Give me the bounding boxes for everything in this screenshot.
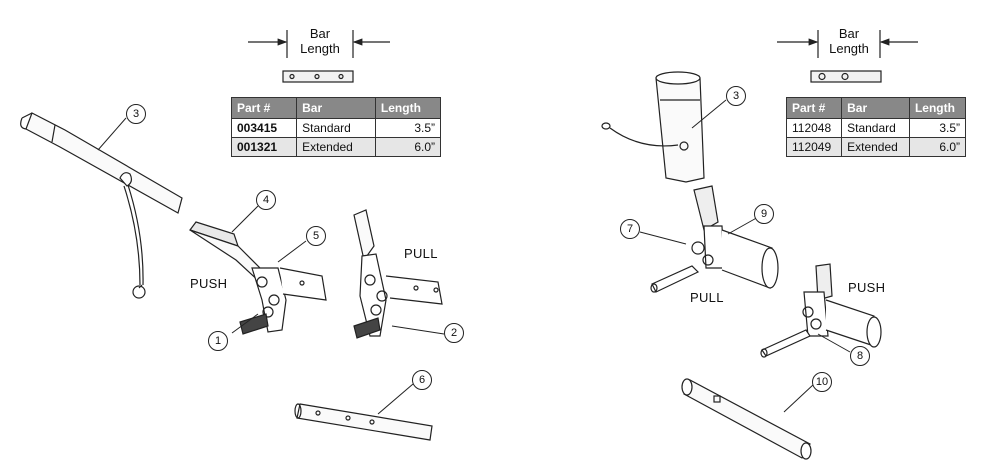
callout-2: 2 [444,323,464,343]
table-row: 112048 Standard 3.5” [785,118,967,138]
cell-bar: Standard [296,118,376,138]
callout-3-left: 3 [126,104,146,124]
table-row: 003415 Standard 3.5” [230,118,442,138]
left-bar-length-dimension [248,30,390,58]
header-length: Length [908,97,967,119]
pull-wheel-lock-right [650,185,779,293]
cell-part: 112048 [785,118,843,138]
cell-length: 6.0” [374,137,442,157]
table-header-row: Part # Bar Length [785,97,967,119]
cell-bar: Extended [296,137,376,157]
left-bar-preview [282,70,354,83]
push-wheel-lock [189,221,327,335]
axle-bar-left [294,403,433,441]
table-row: 001321 Extended 6.0” [230,137,442,157]
header-length: Length [374,97,442,119]
pull-label-right: PULL [690,290,724,305]
cell-bar: Standard [841,118,910,138]
callout-6: 6 [412,370,432,390]
callout-9: 9 [754,204,774,224]
cell-part: 003415 [230,118,298,138]
left-bar-length-text: Bar Length [300,26,340,56]
axle-bar-right [681,378,812,460]
header-bar: Bar [841,97,910,119]
handle-extension-right [601,71,705,183]
right-bar-preview [810,70,882,83]
callout-10: 10 [812,372,832,392]
header-bar: Bar [296,97,376,119]
callout-5: 5 [306,226,326,246]
pull-wheel-lock [353,209,443,339]
right-bar-length-text: Bar Length [829,26,869,56]
table-row: 112049 Extended 6.0” [785,137,967,157]
cell-part: 112049 [785,137,843,157]
push-label-right: PUSH [848,280,886,295]
pull-label-left: PULL [404,246,438,261]
cell-length: 3.5” [908,118,967,138]
handle-extension-left [20,112,183,299]
header-part: Part # [785,97,843,119]
left-bar-length-label: Bar Length [283,26,357,56]
right-bar-length-label: Bar Length [812,26,886,56]
push-wheel-lock-right [760,263,882,358]
callout-3-right: 3 [726,86,746,106]
callout-8: 8 [850,346,870,366]
callout-1: 1 [208,331,228,351]
cell-bar: Extended [841,137,910,157]
callout-7: 7 [620,219,640,239]
callout-leaders [97,99,851,415]
push-label-left: PUSH [190,276,228,291]
left-part-table: Part # Bar Length 003415 Standard 3.5” 0… [230,97,442,157]
table-header-row: Part # Bar Length [230,97,442,119]
right-bar-length-dimension [777,30,918,58]
right-part-table: Part # Bar Length 112048 Standard 3.5” 1… [785,97,967,157]
cell-part: 001321 [230,137,298,157]
callout-4: 4 [256,190,276,210]
cell-length: 6.0” [908,137,967,157]
header-part: Part # [230,97,298,119]
cell-length: 3.5” [374,118,442,138]
